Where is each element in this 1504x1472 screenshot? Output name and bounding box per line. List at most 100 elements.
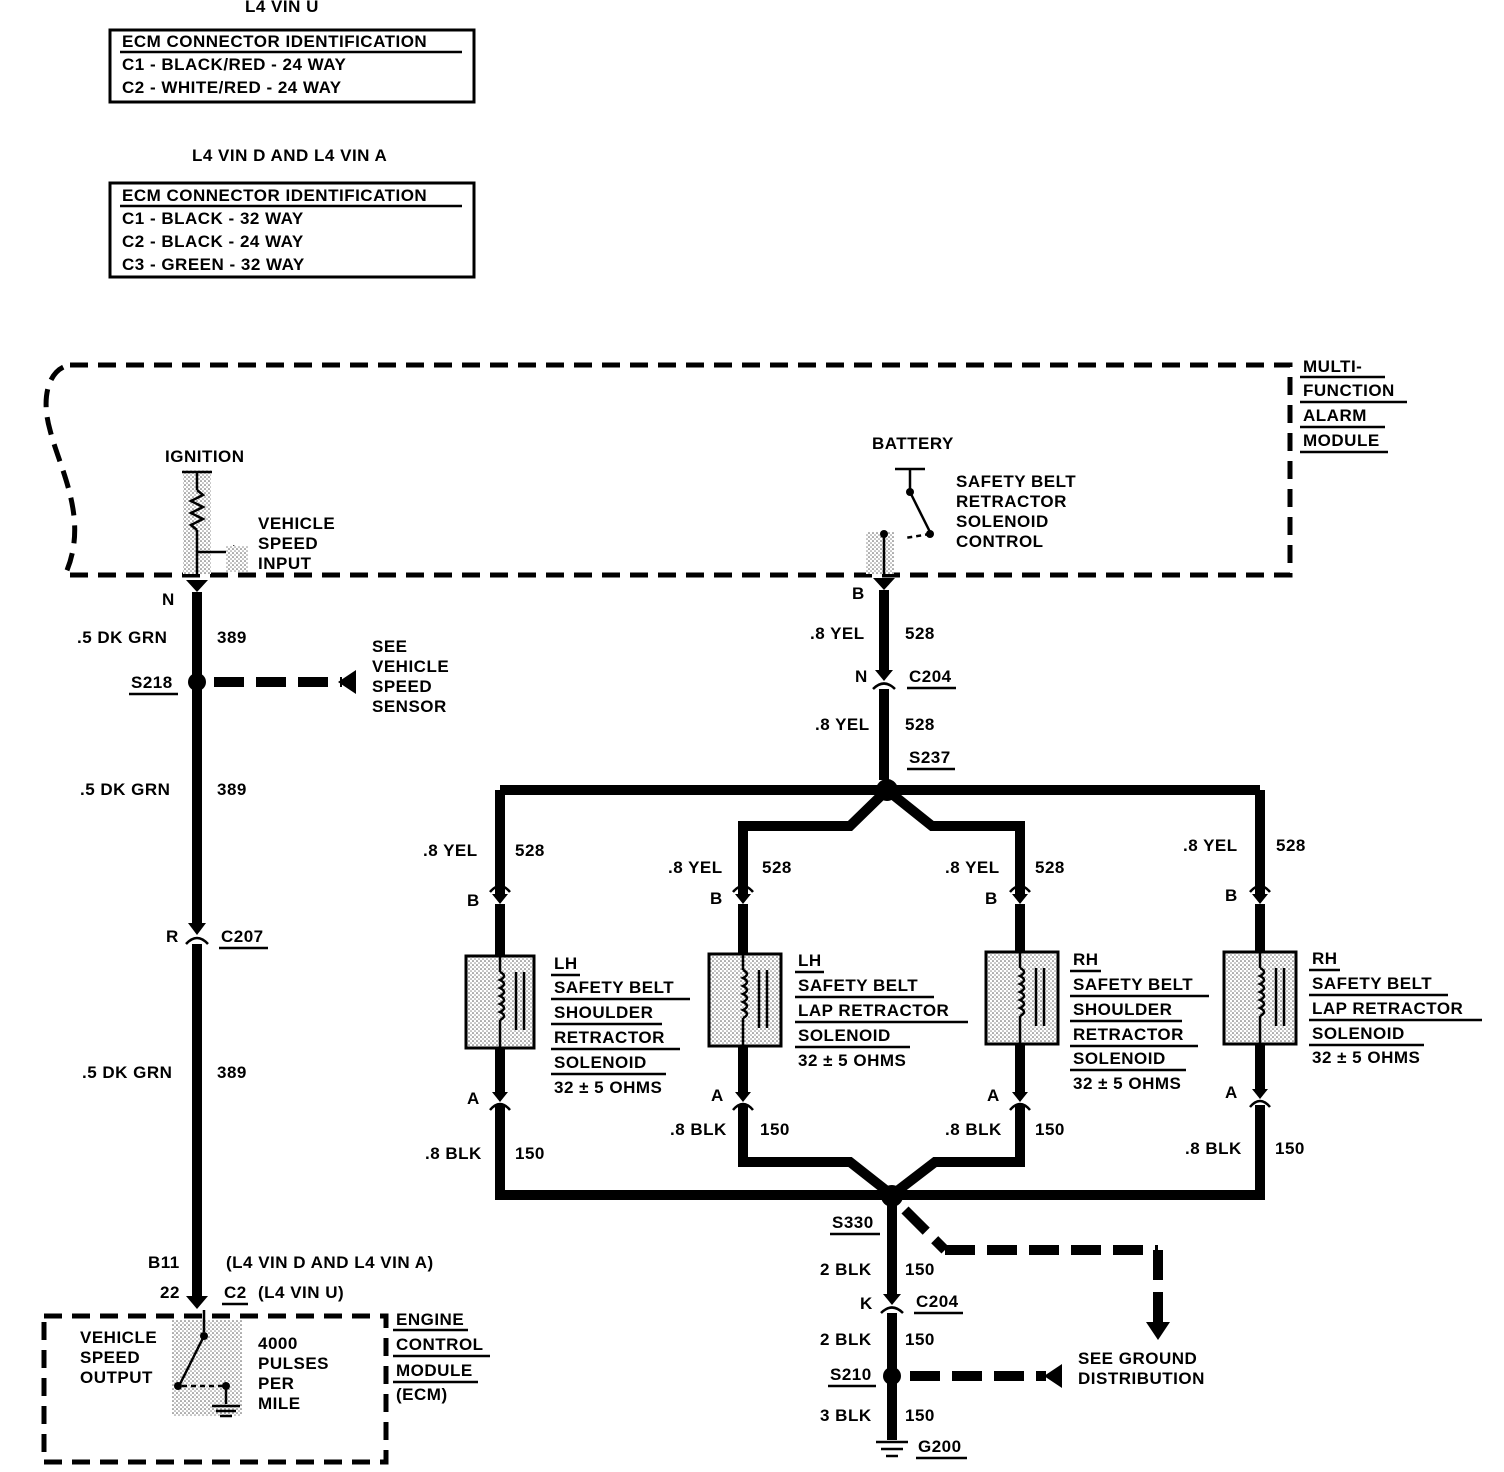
splice-s210 [883,1367,901,1385]
circuit-number: 528 [762,858,792,877]
solenoid-label: SOLENOID [1073,1049,1166,1068]
vehicle-speed-input-label: VEHICLE [258,514,335,533]
table-row: C1 - BLACK - 32 WAY [122,209,304,228]
circuit-number: 389 [217,1063,247,1082]
solenoid-label: LH [798,951,822,970]
connector-label: C207 [221,927,264,946]
solenoid-label: SOLENOID [798,1026,891,1045]
pin-label: B11 [148,1253,180,1272]
mfam-label: ALARM [1303,406,1367,425]
ignition-label: IGNITION [165,447,245,466]
pin-label: B [1225,886,1238,905]
solenoid-label: SAFETY BELT [798,976,918,995]
solenoid-label: RH [1073,950,1099,969]
see-ground-label: DISTRIBUTION [1078,1369,1205,1388]
pin-label: B [985,889,998,908]
pin-label: A [987,1086,1000,1105]
pin-label: R [166,927,179,946]
splice-label: S237 [909,748,951,767]
circuit-number: 528 [515,841,545,860]
solenoid-label: RETRACTOR [554,1028,665,1047]
solenoid-lh-shoulder: .8 YEL 528 B A .8 BLK 150 LH SAFETY BELT… [423,841,690,1163]
pin-note: (L4 VIN D AND L4 VIN A) [226,1253,434,1272]
wire-gauge: .8 BLK [670,1120,727,1139]
splice-label: S330 [832,1213,874,1232]
wire-gauge: .5 DK GRN [80,780,170,799]
solenoid-rh-lap: .8 YEL 528 B A .8 BLK 150 RH SAFETY BELT… [1183,836,1482,1158]
vehicle-speed-input-label: INPUT [258,554,312,573]
table-caption: L4 VIN D AND L4 VIN A [192,146,387,165]
solenoid-ohms: 32 ± 5 OHMS [554,1078,662,1097]
circuit-number: 150 [905,1330,935,1349]
engine-control-module: ENGINE CONTROL MODULE (ECM) VEHICLE SPEE… [41,1310,490,1465]
pin-label: 22 [160,1283,180,1302]
wire-gauge: 3 BLK [820,1406,872,1425]
table-row: C1 - BLACK/RED - 24 WAY [122,55,347,74]
ecm-label: CONTROL [396,1335,484,1354]
wire-gauge: .8 YEL [423,841,478,860]
connector-label: C204 [909,667,952,686]
circuit-number: 389 [217,628,247,647]
solenoid-label: LAP RETRACTOR [798,1001,949,1020]
solenoid-label: SAFETY BELT [1312,974,1432,993]
splice-label: S218 [131,673,173,692]
solenoid-label: LAP RETRACTOR [1312,999,1463,1018]
ecm-label: (ECM) [396,1385,448,1404]
ecm-table-vin-u: L4 VIN U ECM CONNECTOR IDENTIFICATION C1… [108,0,476,104]
splice-s330 [881,1185,903,1207]
connector-label: C204 [916,1292,959,1311]
multi-function-alarm-module: MULTI- FUNCTION ALARM MODULE IGNITION VE… [43,357,1407,578]
mfam-label: MODULE [1303,431,1380,450]
pin-label: A [711,1086,724,1105]
solenoid-ohms: 32 ± 5 OHMS [1312,1048,1420,1067]
solenoid-label: SOLENOID [1312,1024,1405,1043]
wire-gauge: .8 YEL [810,624,865,643]
table-heading: ECM CONNECTOR IDENTIFICATION [122,186,427,205]
circuit-number: 389 [217,780,247,799]
solenoid-lh-lap: .8 YEL 528 B A .8 BLK 150 LH SAFETY BELT… [668,858,968,1139]
solenoid-ohms: 32 ± 5 OHMS [798,1051,906,1070]
table-row: C2 - BLACK - 24 WAY [122,232,304,251]
splice-s218 [188,673,206,691]
solenoid-label: SHOULDER [554,1003,653,1022]
circuit-number: 150 [905,1260,935,1279]
splice-label: S210 [830,1365,872,1384]
mfam-label: MULTI- [1303,357,1362,376]
wire-gauge: .5 DK GRN [82,1063,172,1082]
mfam-label: FUNCTION [1303,381,1395,400]
ecm-pulses-label: PER [258,1374,294,1393]
pin-label: N [855,667,868,686]
see-vss-label: SEE [372,637,408,656]
see-vss-label: SENSOR [372,697,447,716]
wire-gauge: .8 YEL [815,715,870,734]
ecm-label: MODULE [396,1361,473,1380]
solenoid-label: RETRACTOR [1073,1025,1184,1044]
pin-label: B [852,584,865,603]
ecm-pulses-label: 4000 [258,1334,298,1353]
solenoid-control-label: CONTROL [956,532,1044,551]
ecm-label: ENGINE [396,1310,464,1329]
table-caption: L4 VIN U [245,0,319,16]
solenoid-label: SHOULDER [1073,1000,1172,1019]
ecm-table-vin-d-a: L4 VIN D AND L4 VIN A ECM CONNECTOR IDEN… [108,146,476,279]
solenoid-rh-shoulder: .8 YEL 528 B A .8 BLK 150 RH SAFETY BELT… [945,858,1209,1139]
pin-label: B [710,889,723,908]
circuit-number: 528 [905,715,935,734]
see-vss-label: SPEED [372,677,432,696]
wire-gauge: .8 YEL [668,858,723,877]
see-ground-label: SEE GROUND [1078,1349,1197,1368]
solenoid-label: SAFETY BELT [1073,975,1193,994]
pin-label: K [860,1294,873,1313]
solenoid-label: LH [554,954,578,973]
wire-gauge: .8 BLK [425,1144,482,1163]
solenoid-label: SAFETY BELT [554,978,674,997]
solenoid-control-label: RETRACTOR [956,492,1067,511]
circuit-number: 150 [1035,1120,1065,1139]
pin-label: A [467,1089,480,1108]
ecm-output-label: OUTPUT [80,1368,153,1387]
see-vss-label: VEHICLE [372,657,449,676]
pin-label: B [467,891,480,910]
wire-gauge: .5 DK GRN [77,628,167,647]
ecm-pulses-label: PULSES [258,1354,329,1373]
